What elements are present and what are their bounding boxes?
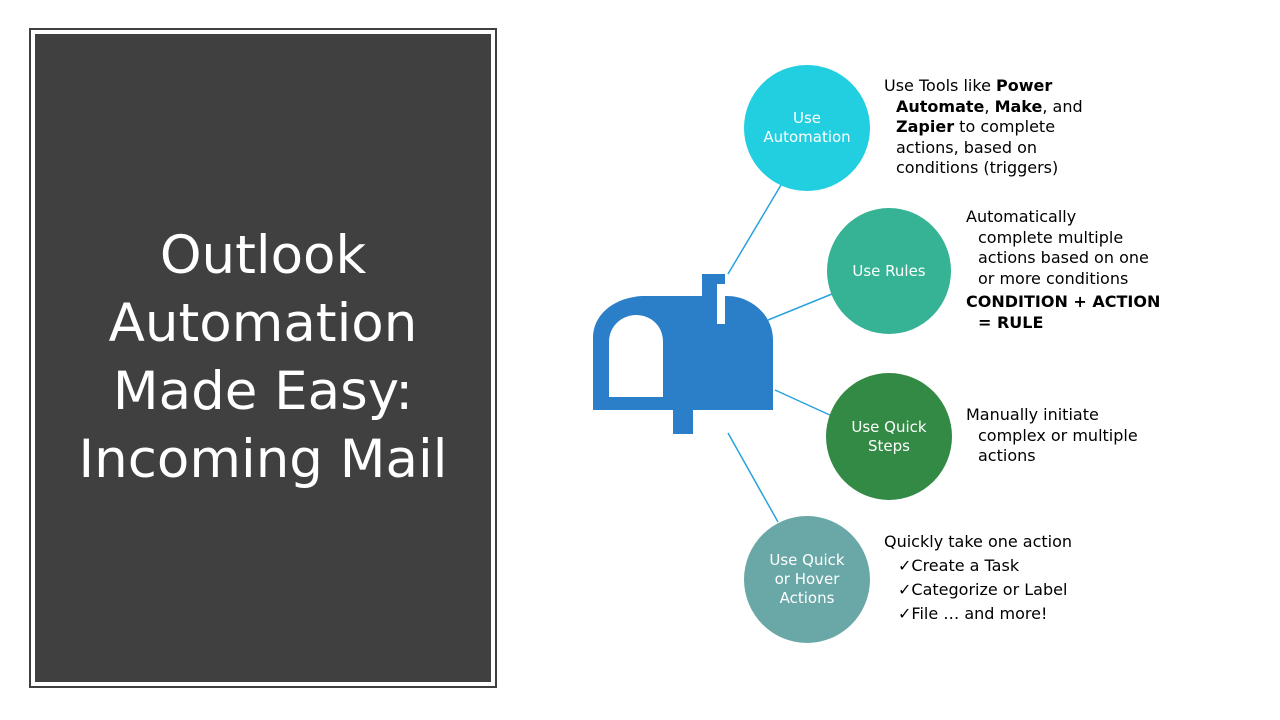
node-use-quick-steps: Use Quick Steps [826,373,952,500]
slide-title-line: Made Easy: [112,361,414,422]
description-quick-steps: Manually initiate complex or multiple ac… [966,405,1138,467]
node-use-quick-actions: Use Quick or Hover Actions [744,516,870,643]
connector-line-rules [767,293,833,321]
connector-line-automation [727,184,782,275]
description-text: complex or multiple [978,425,1138,445]
description-text: Automatically [966,207,1077,226]
description-text: Manually initiate [966,405,1099,424]
description-text: , and [1042,96,1083,116]
node-label-line: Use Rules [852,261,926,280]
connector-line-quick-steps [774,389,833,417]
node-label-line: Steps [868,436,910,455]
description-text: actions [978,446,1036,465]
description-text: conditions (triggers) [896,158,1059,177]
mailbox-icon [593,274,773,434]
checklist-item: ✓Create a Task [898,556,1020,575]
description-text: actions based on one [978,248,1149,267]
slide-title-line: Automation [108,293,418,354]
description-text: , [984,96,995,116]
description-rules: Automatically complete multiple actions … [966,207,1160,333]
rule-formula: CONDITION + ACTION [966,292,1161,311]
node-use-rules: Use Rules [827,208,951,334]
description-text: actions, based on [896,137,1038,157]
node-label-line: or Hover [774,570,840,588]
description-text: complete multiple [978,227,1124,247]
description-quick-actions: Quickly take one action ✓Create a Task ✓… [884,532,1072,625]
slide-title: Outlook Automation Made Easy: Incoming M… [79,222,448,494]
description-text: Use Tools like [884,76,996,95]
description-text: Quickly take one action [884,532,1073,551]
description-bold-text: Zapier [896,117,955,136]
connector-line-quick-actions [727,432,779,523]
rule-formula: = RULE [978,312,1044,332]
slide-title-line: Incoming Mail [78,429,448,490]
node-label-line: Actions [779,589,835,607]
title-panel-background: Outlook Automation Made Easy: Incoming M… [35,34,491,682]
checklist-item: ✓File … and more! [898,604,1048,623]
description-bold-text: Power [996,76,1053,95]
description-text: or more conditions [978,268,1129,288]
node-label-line: Use Quick [851,417,927,436]
description-automation: Use Tools like Power Automate, Make, and… [884,76,1083,179]
title-panel: Outlook Automation Made Easy: Incoming M… [29,28,497,688]
checklist-item: ✓Categorize or Label [898,580,1068,599]
description-text: to complete [954,117,1056,136]
node-label-line: Use Quick [769,551,845,569]
slide-title-line: Outlook [159,225,367,286]
node-label-line: Automation [763,128,851,146]
node-use-automation: Use Automation [744,65,870,191]
description-bold-text: Make [994,96,1043,116]
node-label-line: Use [792,109,822,127]
description-bold-text: Automate [896,96,985,116]
